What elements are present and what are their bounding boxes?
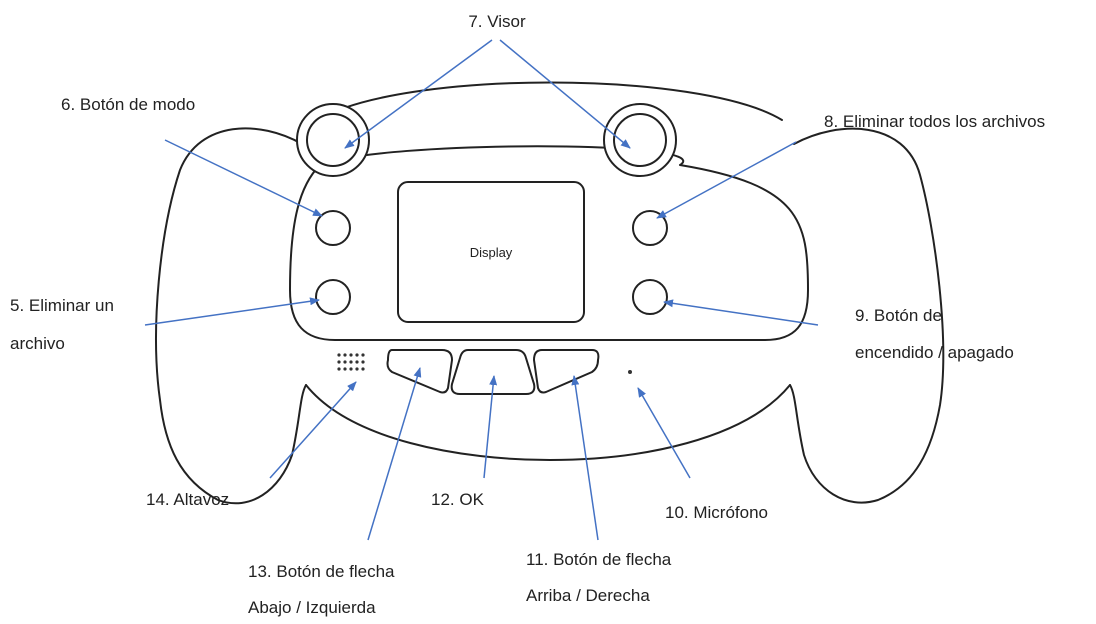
pointer-ok (483, 375, 498, 479)
bottom-curve (305, 384, 791, 461)
delete-one-button[interactable] (315, 279, 351, 315)
pointer-arrow-down (367, 367, 422, 541)
pointer-microphone (637, 387, 691, 479)
label-mode: 6. Botón de modo (61, 95, 195, 114)
top-arch (317, 81, 783, 121)
pointer-arrow-up (571, 375, 599, 541)
label-arrow-down-line1: 13. Botón de flecha (248, 562, 395, 581)
label-microphone: 10. Micrófono (665, 503, 768, 522)
delete-all-button[interactable] (632, 210, 668, 246)
label-arrow-down-line2: Abajo / Izquierda (248, 598, 376, 617)
pointer-power (663, 299, 819, 326)
display-text: Display (470, 245, 513, 260)
left-grip (155, 127, 307, 505)
label-power-line1: 9. Botón de (855, 306, 942, 325)
arrow-up-right-button[interactable] (532, 349, 600, 394)
pointer-delete-one (144, 297, 320, 326)
label-arrow-up-line1: 11. Botón de flecha (526, 550, 672, 569)
left-viewfinder (296, 103, 370, 177)
pointer-mode (164, 139, 323, 217)
right-grip (789, 127, 945, 504)
label-power-line2: encendido / apagado (855, 343, 1014, 362)
ok-button[interactable] (450, 349, 536, 395)
power-button[interactable] (632, 279, 668, 315)
label-delete-one-line2: archivo (10, 334, 65, 353)
microphone-hole (628, 370, 632, 374)
display-screen (397, 181, 585, 323)
label-ok: 12. OK (431, 490, 485, 509)
label-visor: 7. Visor (468, 12, 526, 31)
label-speaker: 14. Altavoz (146, 490, 229, 509)
pointer-visor-right (499, 39, 631, 149)
right-viewfinder (603, 103, 677, 177)
pointer-speaker (269, 381, 357, 479)
speaker-grille (337, 353, 365, 371)
label-delete-all: 8. Eliminar todos los archivos (824, 112, 1045, 131)
label-delete-one-line1: 5. Eliminar un (10, 296, 114, 315)
pointer-visor-left (344, 39, 493, 149)
pointer-delete-all (656, 141, 797, 219)
mode-button[interactable] (315, 210, 351, 246)
label-arrow-up-line2: Arriba / Derecha (526, 586, 650, 605)
